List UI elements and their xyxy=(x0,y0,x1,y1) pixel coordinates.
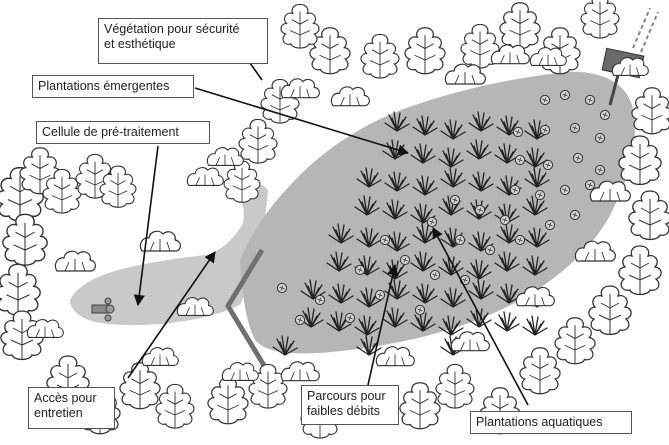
lily-pad-icon xyxy=(355,265,364,274)
lily-pad-icon xyxy=(600,110,609,119)
shrub-icon xyxy=(331,87,369,106)
outlet-pipe xyxy=(633,8,658,52)
lily-pad-icon xyxy=(540,95,549,104)
shrub-icon xyxy=(207,148,243,166)
tree-icon xyxy=(120,363,160,409)
tree-icon xyxy=(400,383,440,429)
lily-pad-icon xyxy=(540,125,549,134)
label-parcours-faibles-debits: Parcours pour faibles débits xyxy=(301,385,399,425)
tree-icon xyxy=(156,384,194,428)
lily-pad-icon xyxy=(513,127,522,136)
tree-icon xyxy=(629,191,669,240)
lily-pad-icon xyxy=(400,255,409,264)
arrow-vegetation xyxy=(250,63,262,80)
lily-pad-icon xyxy=(485,245,494,254)
reed-clump-icon xyxy=(495,312,519,331)
tree-icon xyxy=(208,378,248,424)
lily-pad-icon xyxy=(510,185,519,194)
tree-icon xyxy=(3,214,47,265)
tree-icon xyxy=(500,3,540,49)
tree-icon xyxy=(405,28,445,74)
tree-icon xyxy=(436,364,474,408)
lily-pad-icon xyxy=(375,290,384,299)
lily-pad-icon xyxy=(560,185,569,194)
shrub-icon xyxy=(530,48,566,66)
label-plantations-aquatiques: Plantations aquatiques xyxy=(470,411,632,434)
shrub-icon xyxy=(281,362,319,381)
shrub-icon xyxy=(451,332,489,351)
tree-icon xyxy=(589,286,631,335)
lily-pad-icon xyxy=(380,235,389,244)
lily-pad-icon xyxy=(500,215,509,224)
lily-pad-icon xyxy=(515,155,524,164)
lily-pad-icon xyxy=(570,123,579,132)
label-acces-entretien: Accès pour entretien xyxy=(28,387,115,429)
lily-pad-icon xyxy=(585,180,594,189)
lily-pad-icon xyxy=(315,295,324,304)
shrub-icon xyxy=(187,168,223,186)
tree-icon xyxy=(224,161,260,202)
lily-pad-icon xyxy=(560,90,569,99)
label-plantations-emergentes: Plantations émergentes xyxy=(32,75,194,98)
label-cellule-pretraitement: Cellule de pré-traitement xyxy=(36,121,210,144)
lily-pad-icon xyxy=(585,95,594,104)
tree-icon xyxy=(555,318,595,364)
lily-pad-icon xyxy=(595,165,604,174)
shrub-icon xyxy=(445,64,485,84)
lily-pad-icon xyxy=(277,283,286,292)
lily-pad-icon xyxy=(475,205,484,214)
lily-pad-icon xyxy=(573,153,582,162)
lily-pad-icon xyxy=(415,305,424,314)
shrub-icon xyxy=(55,251,95,271)
lily-pad-icon xyxy=(595,133,604,142)
shrub-icon xyxy=(222,363,258,381)
tree-icon xyxy=(0,264,40,315)
reed-clump-icon xyxy=(523,316,547,335)
lily-pad-icon xyxy=(535,190,544,199)
lily-pad-icon xyxy=(295,315,304,324)
lily-pad-icon xyxy=(427,217,436,226)
label-vegetation: Végétation pour sécurité et esthétique xyxy=(98,18,268,64)
lily-pad-icon xyxy=(545,220,554,229)
lily-pad-icon xyxy=(345,313,354,322)
tree-icon xyxy=(581,0,619,38)
lily-pad-icon xyxy=(455,235,464,244)
lily-pad-icon xyxy=(430,270,439,279)
shrub-icon xyxy=(376,347,414,366)
tree-icon xyxy=(520,348,560,394)
tree-icon xyxy=(632,88,669,134)
lily-pad-icon xyxy=(570,210,579,219)
lily-pad-icon xyxy=(450,195,459,204)
lily-pad-icon xyxy=(543,160,552,169)
tree-icon xyxy=(239,119,277,163)
tree-icon xyxy=(619,246,661,295)
tree-icon xyxy=(361,34,399,78)
lily-pad-icon xyxy=(515,235,524,244)
tree-icon xyxy=(281,4,319,48)
tree-icon xyxy=(310,28,350,74)
